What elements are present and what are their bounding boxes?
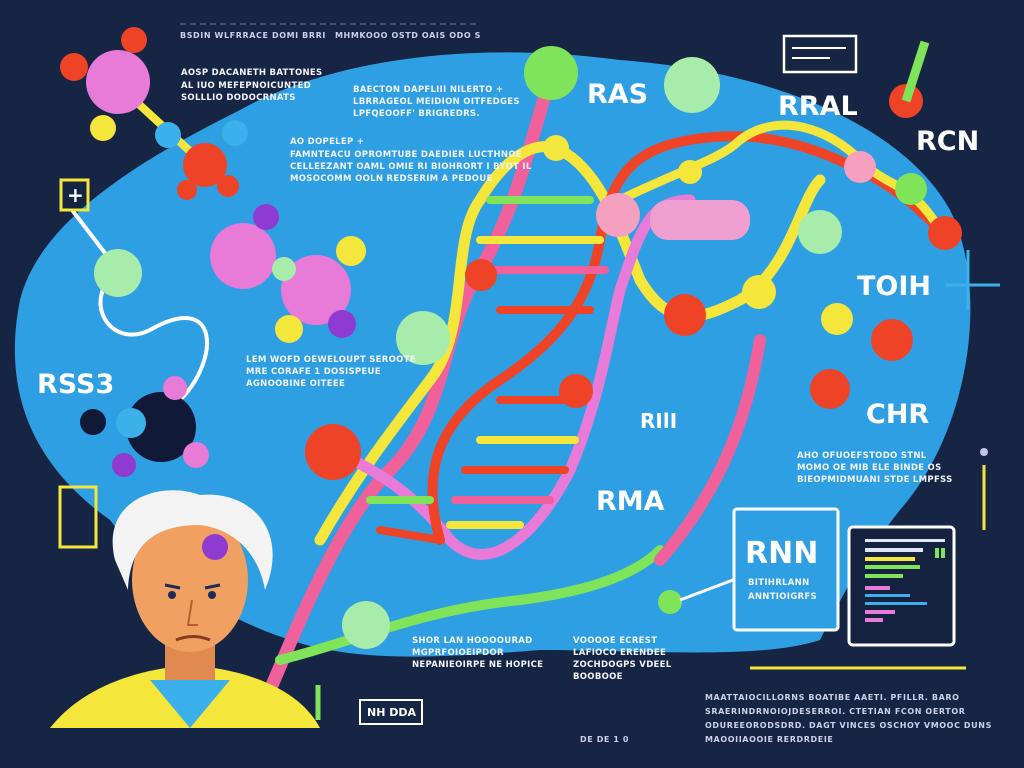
svg-text:AGNOOBINE OITEEE: AGNOOBINE OITEEE xyxy=(246,379,345,389)
data-screen-panel xyxy=(847,525,956,647)
svg-text:MGPRFOIOEIPDOR: MGPRFOIOEIPDOR xyxy=(412,648,504,658)
label-rral: RRAL xyxy=(778,91,858,122)
svg-text:NEPANIEOIRPE NE HOPICE: NEPANIEOIRPE NE HOPICE xyxy=(412,660,543,670)
svg-text:MAOOIIAOOIE RERDRDEIE: MAOOIIAOOIE RERDRDEIE xyxy=(705,735,833,744)
label-rnn: RNN xyxy=(745,536,818,571)
svg-text:BIEOPMIDMUANI STDE LMPFSS: BIEOPMIDMUANI STDE LMPFSS xyxy=(797,475,953,485)
plus-icon: + xyxy=(67,183,84,207)
text-bottom-center-left: SHOR LAN HOOOOURAD MGPRFOIOEIPDOR NEPANI… xyxy=(412,636,543,670)
svg-text:LAFIOCO ERENDEE: LAFIOCO ERENDEE xyxy=(573,648,666,658)
svg-text:VOOOOE ECREST: VOOOOE ECREST xyxy=(573,636,657,646)
svg-text:LBRRAGEOL MEIDION OITFEDGES: LBRRAGEOL MEIDION OITFEDGES xyxy=(353,97,520,107)
header-strip-right: MHMKOOO OSTD OAIS ODO S xyxy=(335,31,481,40)
header-strip-left: BSDIN WLFRRACE DOMI BRRI xyxy=(180,31,326,40)
svg-text:SHOR LAN HOOOOURAD: SHOR LAN HOOOOURAD xyxy=(412,636,533,646)
svg-text:AO DOPELEP +: AO DOPELEP + xyxy=(290,137,364,147)
text-top-left: AOSP DACANETH BATTONES AL IUO MEFEPNOICU… xyxy=(181,68,322,103)
svg-text:AL IUO MEFEPNOICUNTED: AL IUO MEFEPNOICUNTED xyxy=(181,81,311,91)
svg-text:SRAERINDRNOIOJDESERROI. CTETIA: SRAERINDRNOIOJDESERROI. CTETIAN FCON OER… xyxy=(705,707,966,716)
strand-pink-right xyxy=(654,334,766,566)
screen-bars xyxy=(865,539,945,622)
text-mid-center: AO DOPELEP + FAMNTEACU OPROMTUBE DAEDIER… xyxy=(290,137,532,184)
label-toih: TOIH xyxy=(857,271,931,302)
n-box-icon xyxy=(58,485,98,549)
strand-pink xyxy=(263,73,557,697)
label-nhdda: NH DDA xyxy=(367,706,417,719)
rnn-subtitle-2: ANNTIOIGRFS xyxy=(748,592,817,602)
scientist-portrait xyxy=(50,490,320,728)
svg-text:ZOCHDOGPS VDEEL: ZOCHDOGPS VDEEL xyxy=(573,660,672,670)
molecule-nodes xyxy=(60,27,962,649)
text-bottom-right: MAATTAIOCILLORNS BOATIBE AAETI. PFILLR. … xyxy=(705,693,992,744)
label-chr: CHR xyxy=(866,399,929,430)
rnn-box xyxy=(732,507,840,632)
label-rlil: RIlI xyxy=(640,409,677,433)
text-bottom-center: VOOOOE ECREST LAFIOCO ERENDEE ZOCHDOGPS … xyxy=(573,636,672,682)
svg-text:CELLEEZANT OAML OMIE RI BIOHRO: CELLEEZANT OAML OMIE RI BIOHRORT I BYOT … xyxy=(290,162,532,172)
note-box-icon xyxy=(782,34,858,74)
svg-text:BOOBOOE: BOOBOOE xyxy=(573,672,623,682)
svg-text:MAATTAIOCILLORNS BOATIBE AAETI: MAATTAIOCILLORNS BOATIBE AAETI. PFILLR. … xyxy=(705,693,960,702)
footer-code: DE DE 1 0 xyxy=(580,735,629,744)
svg-text:LEM WOFD OEWELOUPT SEROOTE: LEM WOFD OEWELOUPT SEROOTE xyxy=(246,355,416,365)
svg-text:FAMNTEACU OPROMTUBE DAEDIER LU: FAMNTEACU OPROMTUBE DAEDIER LUCTHNOE xyxy=(290,150,522,160)
svg-text:LPFQEOOFF' BRIGREDRS.: LPFQEOOFF' BRIGREDRS. xyxy=(353,109,480,119)
tag-box xyxy=(359,699,423,725)
label-rss: RSS3 xyxy=(37,369,114,400)
text-top-center: BAECTON DAPFLIII NILERTO + LBRRAGEOL MEI… xyxy=(353,85,520,119)
strand-green xyxy=(275,545,665,665)
label-rma: RMA xyxy=(596,486,665,517)
svg-text:ODUREEORODSDRD. DAGT VINCES OS: ODUREEORODSDRD. DAGT VINCES OSCHOY VMOOC… xyxy=(705,721,992,730)
svg-text:BAECTON DAPFLIII NILERTO +: BAECTON DAPFLIII NILERTO + xyxy=(353,85,503,95)
svg-text:AHO OFUOEFSTODO STNL: AHO OFUOEFSTODO STNL xyxy=(797,451,927,461)
label-rcn: RCN xyxy=(916,126,979,157)
plus-box-icon xyxy=(59,178,90,212)
rnn-subtitle-1: BITIHRLANN xyxy=(748,578,809,588)
strand-magenta xyxy=(324,194,696,560)
svg-text:MOMO OE MIB ELE BINDE OS: MOMO OE MIB ELE BINDE OS xyxy=(797,463,942,473)
svg-text:AOSP DACANETH BATTONES: AOSP DACANETH BATTONES xyxy=(181,68,322,78)
svg-text:SOLLLIO DODOCRNATS: SOLLLIO DODOCRNATS xyxy=(181,93,296,103)
svg-text:MRE CORAFE 1 DOSISPEUE: MRE CORAFE 1 DOSISPEUE xyxy=(246,367,381,377)
text-right-mid: AHO OFUOEFSTODO STNL MOMO OE MIB ELE BIN… xyxy=(797,451,953,485)
svg-text:MOSOCOMM OOLN REDSERIM A PEDOU: MOSOCOMM OOLN REDSERIM A PEDOUE xyxy=(290,174,493,184)
label-ras: RAS xyxy=(587,79,648,110)
text-left-mid: LEM WOFD OEWELOUPT SEROOTE MRE CORAFE 1 … xyxy=(246,355,416,389)
